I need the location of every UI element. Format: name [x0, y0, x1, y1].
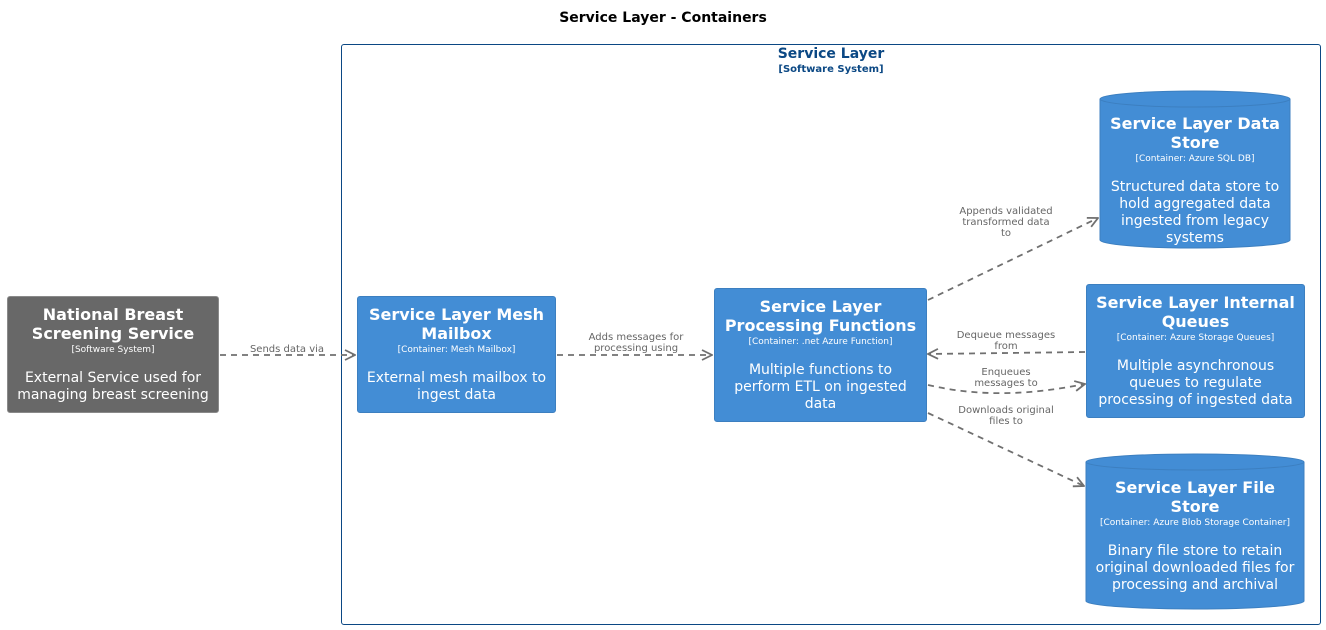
filestore-cylinder	[1085, 453, 1305, 610]
mailbox-title: Service Layer Mesh Mailbox	[368, 305, 544, 343]
nbss-title: National Breast Screening Service	[31, 305, 195, 343]
queues-title: Service Layer Internal Queues	[1096, 293, 1295, 331]
edge-dequeue-messages	[928, 352, 1086, 354]
label-adds-messages: Adds messages for processing using	[588, 332, 684, 354]
nbss-node[interactable]: National Breast Screening Service [Softw…	[7, 296, 219, 413]
mailbox-node[interactable]: Service Layer Mesh Mailbox [Container: M…	[357, 296, 556, 413]
datastore-node[interactable]: Service Layer Data Store [Container: Azu…	[1100, 114, 1290, 247]
mailbox-type: [Container: Mesh Mailbox]	[397, 345, 516, 355]
nbss-type: [Software System]	[71, 345, 155, 355]
queues-desc: Multiple asynchronous queues to regulate…	[1098, 358, 1293, 408]
functions-type: [Container: .net Azure Function]	[748, 337, 893, 347]
edge-enqueue-messages	[927, 384, 1085, 395]
functions-node[interactable]: Service Layer Processing Functions [Cont…	[714, 288, 927, 422]
diagram-title: Service Layer - Containers	[559, 10, 767, 26]
nbss-desc: External Service used for managing breas…	[17, 370, 209, 403]
edge-appends-data	[927, 218, 1098, 301]
boundary-title: Service Layer	[777, 46, 885, 62]
label-downloads-files: Downloads original files to	[958, 405, 1054, 427]
label-dequeue-messages: Dequeue messages from	[956, 330, 1056, 352]
functions-title: Service Layer Processing Functions	[724, 297, 917, 335]
filestore-type: [Container: Azure Blob Storage Container…	[1099, 518, 1291, 528]
filestore-title: Service Layer File Store	[1114, 478, 1276, 516]
functions-desc: Multiple functions to perform ETL on ing…	[734, 362, 907, 412]
edge-downloads-files	[927, 412, 1084, 486]
mailbox-desc: External mesh mailbox to ingest data	[366, 370, 547, 403]
label-enqueue-messages: Enqueues messages to	[974, 367, 1038, 389]
label-sends-data: Sends data via	[249, 344, 325, 355]
boundary-type: [Software System]	[778, 64, 884, 75]
filestore-node[interactable]: Service Layer File Store [Container: Azu…	[1086, 478, 1304, 594]
datastore-title: Service Layer Data Store	[1110, 114, 1280, 152]
label-appends-data: Appends validated transformed data to	[959, 206, 1053, 239]
datastore-cylinder	[1099, 90, 1291, 249]
datastore-desc: Structured data store to hold aggregated…	[1110, 179, 1280, 246]
queues-type: [Container: Azure Storage Queues]	[1116, 333, 1275, 343]
filestore-desc: Binary file store to retain original dow…	[1095, 543, 1295, 593]
datastore-type: [Container: Azure SQL DB]	[1135, 154, 1255, 164]
queues-node[interactable]: Service Layer Internal Queues [Container…	[1086, 284, 1305, 418]
service-layer-boundary: Service Layer [Software System]	[341, 44, 1321, 625]
